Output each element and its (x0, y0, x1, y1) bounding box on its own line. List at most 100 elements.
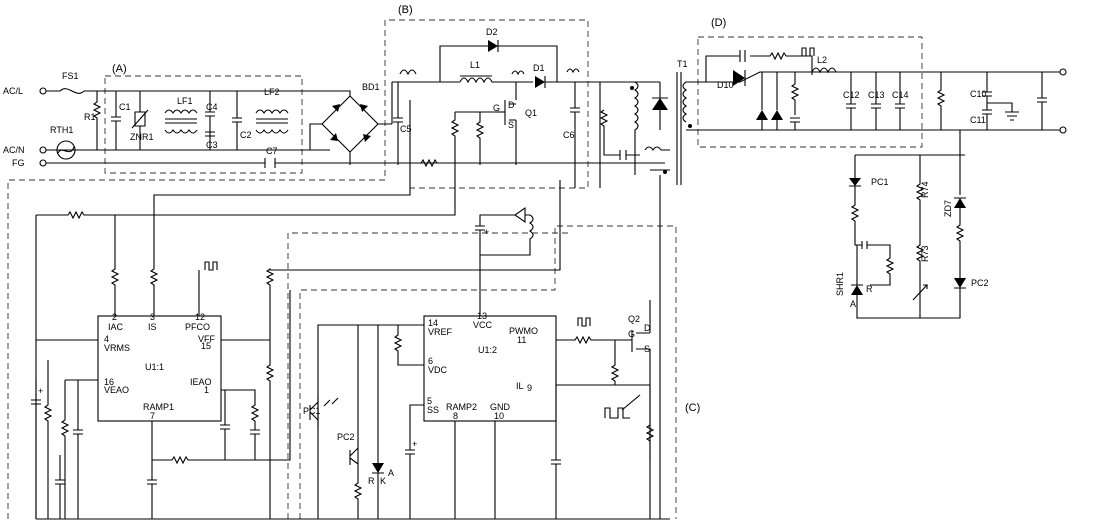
input-waveform (399, 69, 417, 76)
pc2-resistor (353, 470, 363, 519)
q2-d: D (644, 323, 651, 333)
q2-s: S (644, 344, 650, 354)
comp-cap (861, 241, 891, 258)
shr1-wires (851, 245, 863, 286)
d10-label: D10 (717, 80, 734, 90)
primary-bus (599, 81, 635, 188)
u1-2-ss: SS (427, 405, 439, 415)
c5-label: C5 (400, 124, 412, 134)
pc2-led-wires (920, 287, 966, 319)
block-b-outline (7, 19, 589, 519)
inductor-l1 (459, 77, 533, 84)
u1-1-controller: U1:1 2 IAC 3 IS 12 PFCO 4 VRMS VFF 15 16… (31, 100, 561, 519)
bridge-rectifier-bd1 (321, 95, 379, 153)
mosfet-q2 (631, 300, 651, 519)
capacitor-c13 (871, 72, 881, 130)
q1-g: G (493, 103, 500, 113)
u1-2-ramp: RAMP2 (446, 402, 477, 412)
vcc-supply (475, 206, 530, 316)
zd7-label: ZD7 (943, 200, 953, 217)
c13-label: C13 (868, 90, 885, 100)
u1-1-body (97, 315, 222, 422)
znr1-label: ZNR1 (130, 132, 154, 142)
d2-label: D2 (486, 27, 498, 37)
ramp1-network (151, 290, 291, 465)
c4-label: C4 (206, 102, 218, 112)
r1-label: R1 (84, 112, 96, 122)
c14-label: C14 (892, 90, 909, 100)
capacitor-c12 (846, 72, 856, 130)
c2-label: C2 (240, 130, 252, 140)
iac-resistor (110, 215, 120, 316)
u1-1-is-pin: 3 (150, 312, 155, 322)
u1-1-veao: VEAO (104, 385, 129, 395)
shunt-regulator-shr1 (851, 285, 863, 295)
u1-2-vdc: VDC (428, 365, 448, 375)
acl-terminal (39, 87, 47, 95)
vff-divider (265, 340, 275, 519)
u1-2-vref: VREF (428, 327, 453, 337)
u1-2-gnd-pin: 10 (494, 411, 504, 421)
pc1-led (849, 178, 861, 186)
ieao-network (221, 389, 260, 460)
il-cap (551, 360, 561, 519)
d2-wires (439, 45, 558, 82)
u1-1-ramp-pin: 7 (150, 411, 155, 421)
t1-dot-aux (663, 170, 667, 174)
block-a-label: (A) (112, 63, 127, 75)
zd7-wires (954, 197, 966, 278)
bd1-label: BD1 (362, 82, 380, 92)
c6-waveform (566, 68, 580, 74)
u1-2-il-pin: 9 (527, 383, 532, 393)
top-feed-wire (36, 190, 456, 220)
shunt-left-a: A (388, 468, 394, 478)
pc1-light-arrows (323, 397, 339, 407)
inductor-lf2-top (255, 109, 289, 114)
resistor-q1b (475, 112, 485, 165)
output-bus (706, 71, 1060, 83)
pfc-input-wire (391, 81, 460, 124)
u1-2-pwmo: PWMO (509, 326, 538, 336)
clamp-diode (652, 98, 668, 110)
shunt-left-k: K (380, 476, 386, 486)
u1-1-is: IS (148, 322, 157, 332)
acn-label: AC/N (3, 145, 25, 155)
diode-d1 (535, 76, 545, 88)
diode-d10 (733, 70, 745, 86)
output-section: D10 L2 C12 C13 C14 C10 C11 (686, 47, 1067, 134)
capacitor-c14 (895, 72, 905, 130)
q2-sense-resistor (645, 385, 655, 460)
snubber-c (739, 50, 746, 62)
u1-2-vref-pin: 14 (428, 318, 438, 328)
c3-label: C3 (206, 140, 218, 150)
lf1-core (165, 118, 197, 124)
c10-label: C10 (970, 89, 987, 99)
fg-label: FG (12, 158, 25, 168)
u1-2-vcc: VCC (473, 320, 493, 330)
flyback-stage: T1 (599, 59, 692, 519)
block-c-outline (299, 225, 677, 519)
vref-resistor (393, 325, 424, 366)
t1-label: T1 (677, 59, 688, 69)
output-diodes (756, 110, 783, 120)
c7-label: C7 (266, 146, 278, 156)
acn-terminal (39, 146, 47, 154)
capacitor-c5 (393, 82, 403, 165)
aux-winding (480, 214, 534, 256)
block-d-outline (697, 36, 923, 148)
u1-1-veao-pin: 16 (104, 377, 114, 387)
shr1-r: R (866, 284, 873, 294)
output-rc (790, 72, 800, 130)
capacitor-c1 (111, 91, 121, 150)
u1-2-name: U1:2 (478, 345, 497, 355)
pc1-led-wires (849, 185, 862, 246)
q2-drain-wire (650, 169, 670, 519)
block-b-inner (287, 232, 570, 519)
d1-wires (544, 76, 600, 88)
l1-label: L1 (470, 60, 480, 70)
pc2-right-label: PC2 (971, 278, 989, 288)
capacitor-c6 (570, 82, 580, 188)
acl-label: AC/L (3, 86, 23, 96)
pwmo-waveform (577, 317, 591, 327)
lf1-label: LF1 (177, 96, 193, 106)
